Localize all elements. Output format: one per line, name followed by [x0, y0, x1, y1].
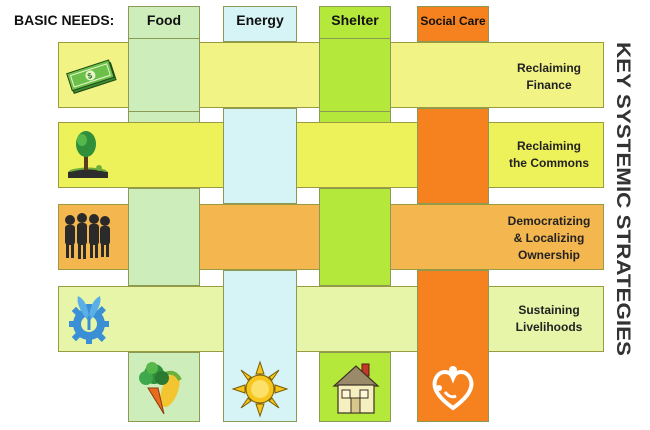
- row-reclaiming-commons: [58, 122, 604, 188]
- house-icon: [332, 363, 380, 414]
- heart-icon: [432, 366, 474, 411]
- column-header-energy: [223, 6, 297, 42]
- food-over-finance: [128, 38, 200, 112]
- strategy-label-livelihoods: Sustaining Livelihoods: [515, 303, 583, 334]
- column-label-social-care: Social Care: [420, 14, 486, 28]
- food-column-bottom: [128, 352, 200, 422]
- basic-needs-label: BASIC NEEDS:: [14, 12, 115, 28]
- tree-icon: [68, 131, 108, 178]
- svg-text:$: $: [86, 71, 94, 81]
- shelter-over-finance: [319, 38, 391, 112]
- money-icon: $: [66, 59, 117, 94]
- sun-icon: [231, 360, 289, 418]
- strategy-label-ownership: Democratizing & Localizing Ownership: [507, 214, 591, 262]
- care-over-commons: [417, 108, 489, 204]
- strategy-label-commons: Reclaiming the Commons: [508, 139, 589, 170]
- column-label-energy: Energy: [236, 12, 284, 28]
- strategy-label-finance: Reclaiming Finance: [516, 61, 582, 92]
- side-title-text: KEY SYSTEMIC STRATEGIES: [612, 42, 633, 356]
- gear-leaf-icon: [69, 296, 109, 344]
- people-icon: [65, 213, 110, 259]
- column-header-food: [128, 6, 200, 42]
- column-header-social-care: [417, 6, 489, 42]
- energy-over-commons: [223, 108, 297, 204]
- food-over-ownership: [128, 188, 200, 286]
- column-label-food: Food: [146, 12, 182, 28]
- vegetables-icon: [139, 362, 182, 415]
- shelter-over-ownership: [319, 188, 391, 286]
- row-sustaining-livelihoods: [58, 286, 604, 352]
- key-systemic-strategies-title: KEY SYSTEMIC STRATEGIES: [612, 42, 633, 356]
- column-label-shelter: Shelter: [331, 12, 379, 28]
